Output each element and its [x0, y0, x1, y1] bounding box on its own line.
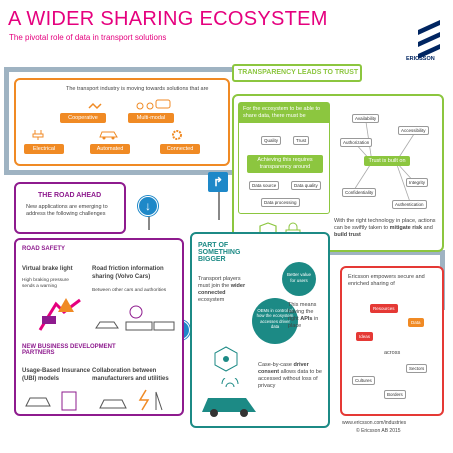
bubble-users-text: Better value for users: [286, 272, 311, 283]
bigger-text-pre: Transport players must join the: [198, 276, 241, 289]
transparency-left: For the ecosystem to be able to share da…: [238, 102, 330, 214]
tag-trust: Trust: [293, 136, 310, 145]
tag-data-processing: Data processing: [261, 198, 300, 207]
multimodal-icon: [136, 99, 171, 110]
item-road-friction-title: Road friction information sharing (Volvo…: [92, 266, 164, 280]
tag-confidentiality: Confidentiality: [342, 188, 377, 197]
road-mid: [4, 170, 234, 175]
intro-box: The transport industry is moving towards…: [14, 78, 230, 166]
sign-post-1: [218, 190, 220, 220]
handshake-icon: [88, 102, 102, 110]
footer-url: www.ericsson.com/industries: [342, 420, 407, 426]
bigger-heading: PART OF SOMETHING BIGGER: [198, 242, 241, 263]
transparency-heading-box: TRANSPARENCY LEADS TO TRUST: [232, 64, 362, 82]
bubble-oems: OEMs in control of how the ecosystem acc…: [252, 298, 298, 344]
connected-car-icon: [202, 378, 256, 417]
transparency-bottom-text: With the right technology in place, acti…: [334, 218, 442, 239]
tag-resources: Resources: [370, 304, 398, 313]
transparency-left-header: [239, 103, 329, 123]
gear-icon: [172, 130, 182, 140]
apis-post: in place: [288, 315, 319, 329]
bottom-and: and: [423, 224, 433, 231]
item-ubi-title: Usage-Based Insurance (UBI) models: [22, 368, 91, 382]
across-text: across: [384, 350, 401, 356]
car-insurance-icon: [25, 391, 77, 411]
page-subtitle: The pivotal role of data in transport so…: [9, 33, 167, 42]
car-icon: [99, 131, 118, 140]
item-virtual-brake-title: Virtual brake light: [22, 266, 73, 272]
bottom-bold-1: mitigate risk: [389, 224, 423, 231]
plug-icon: [32, 130, 44, 140]
transparency-box: For the ecosystem to be able to share da…: [232, 94, 444, 252]
bottom-text-1: With the right technology in place, acti…: [334, 218, 436, 231]
intro-text: The transport industry is moving towards…: [66, 86, 209, 92]
transparency-heading: TRANSPARENCY LEADS TO TRUST: [238, 69, 359, 76]
bigger-text-post: ecosystem: [198, 296, 225, 303]
tag-cultures: Cultures: [352, 376, 375, 385]
tag-sectors: Sectors: [406, 364, 428, 373]
logo-text: ERICSSON: [406, 56, 435, 62]
turn-right-sign-icon: ↱: [208, 172, 228, 192]
pill-electrical: Electrical: [24, 144, 64, 154]
road-ahead-heading: THE ROAD AHEAD: [38, 192, 102, 199]
pill-cooperative: Cooperative: [60, 113, 106, 123]
bubble-oems-text: OEMs in control of how the ecosystem acc…: [256, 308, 294, 330]
tag-borders: Borders: [384, 390, 406, 399]
trust-built-on: Trust is built on: [364, 156, 410, 166]
road-ahead-text: New applications are emerging to address…: [26, 204, 108, 217]
achieve-text: Achieving this requires transparency aro…: [247, 155, 323, 173]
pill-connected: Connected: [160, 144, 200, 154]
bigger-box: PART OF SOMETHING BIGGER Transport playe…: [190, 232, 330, 428]
road-top: [4, 67, 244, 72]
apis-text: This means having the right APIs in plac…: [288, 302, 324, 330]
apis-pre: This means having the right: [288, 302, 317, 322]
bottom-bold-2: build trust: [334, 231, 361, 238]
vehicles-icon: [95, 305, 175, 331]
tag-integrity: Integrity: [406, 178, 429, 187]
tag-ideas: Ideas: [356, 332, 374, 341]
tag-authorization: Authorization: [340, 138, 373, 147]
ericsson-box: Ericsson empowers secure and enriched sh…: [340, 266, 444, 416]
arrow-down-sign-icon: ↓: [138, 196, 158, 216]
consent-post: allows data to be accessed without loss …: [258, 368, 322, 389]
tag-authentication: Authentication: [392, 200, 427, 209]
tag-data: Data: [408, 318, 424, 327]
consent-text: Case-by-case driver consent allows data …: [258, 362, 326, 390]
pill-multimodal: Multi-modal: [128, 113, 174, 123]
tag-quality: Quality: [261, 136, 282, 145]
page-title: A WIDER SHARING ECOSYSTEM: [8, 8, 328, 30]
footer-copyright: © Ericsson AB 2015: [356, 428, 401, 434]
apis-bold: APIs: [300, 315, 313, 322]
transparency-left-intro: For the ecosystem to be able to share da…: [243, 106, 321, 119]
tag-availability: Availability: [352, 114, 380, 123]
consent-pre: Case-by-case: [258, 362, 292, 368]
tag-data-quality: Data quality: [291, 181, 321, 190]
bubble-users: Better value for users: [282, 262, 316, 296]
bigger-text-bold: wider connected: [198, 282, 246, 296]
road-ahead-box: THE ROAD AHEAD New applications are emer…: [14, 182, 126, 234]
item-collaboration-title: Collaboration between manufacturers and …: [92, 368, 169, 382]
road-right: [330, 250, 445, 255]
challenges-box: ROAD SAFETY Virtual brake light High bra…: [14, 238, 184, 416]
bigger-text: Transport players must join the wider co…: [198, 276, 252, 304]
ericsson-logo-icon: [418, 20, 440, 59]
ericsson-text: Ericsson empowers secure and enriched sh…: [348, 274, 425, 287]
network-icon: [214, 346, 238, 372]
consent-bold: driver consent: [258, 362, 309, 375]
pill-automated: Automated: [90, 144, 130, 154]
item-road-friction-text: Between other cars and authorities: [92, 288, 167, 293]
item-virtual-brake-text: High braking pressure sends a warning: [22, 278, 69, 289]
electric-car-icon: [99, 389, 163, 411]
tag-accessibility: Accessibility: [398, 126, 429, 135]
business-heading: NEW BUSINESS DEVELOPMENT PARTNERS: [22, 344, 116, 356]
road-safety-heading: ROAD SAFETY: [22, 246, 66, 252]
tag-data-source: Data source: [249, 181, 280, 190]
road-left: [4, 67, 9, 175]
brake-crash-icon: [38, 298, 81, 331]
